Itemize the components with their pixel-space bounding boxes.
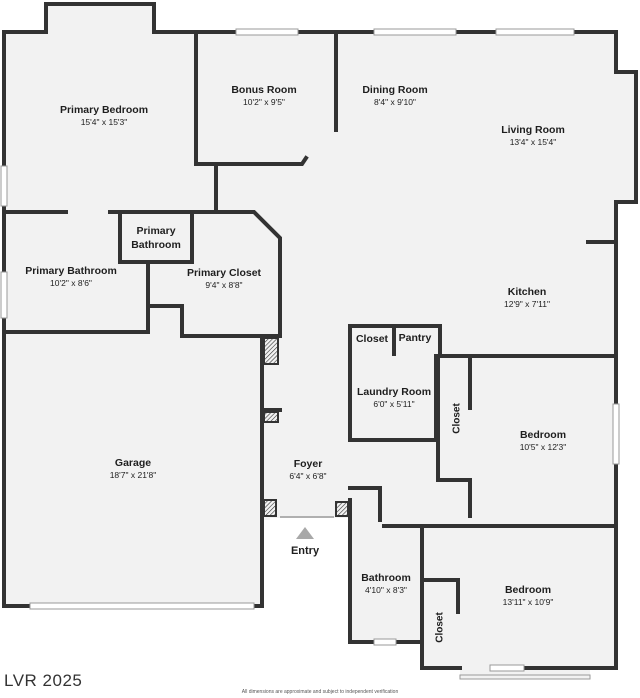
- windows: [0, 28, 620, 680]
- disclaimer-text: All dimensions are approximate and subje…: [241, 689, 399, 695]
- columns: [263, 337, 349, 517]
- entry-arrow-icon: [296, 527, 314, 539]
- room-name: Bathroom: [361, 572, 411, 584]
- room-dims: 4'10" x 8'3": [365, 585, 407, 595]
- room-label-primary-closet: Primary Closet 9'4" x 8'8": [187, 267, 261, 291]
- room-label-closet-bedroom: Closet: [451, 403, 463, 434]
- room-label-primary-bedroom: Primary Bedroom 15'4" x 15'3": [60, 104, 148, 128]
- room-name: Primary Closet: [186, 267, 262, 279]
- floor-area: [4, 4, 636, 678]
- room-dims: 6'0" x 5'11": [373, 399, 415, 409]
- room-dims: 12'9" x 7'11": [504, 299, 550, 309]
- room-label-kitchen: Kitchen 12'9" x 7'11": [504, 286, 550, 310]
- room-name: Bedroom: [504, 584, 552, 596]
- room-dims: 15'4" x 15'3": [80, 117, 128, 127]
- room-label-bedroom-right: Bedroom 10'5" x 12'3": [520, 429, 567, 453]
- room-name: Primary Bedroom: [59, 104, 149, 116]
- room-dims: 13'11" x 10'9": [502, 597, 554, 607]
- room-name: Garage: [114, 457, 152, 469]
- room-label-bedroom-bottom: Bedroom 13'11" x 10'9": [503, 584, 554, 608]
- room-dims: 13'4" x 15'4": [509, 137, 557, 147]
- room-dims: 10'2" x 9'5": [243, 97, 285, 107]
- room-name: Primary Bathroom: [25, 265, 117, 277]
- room-label-primary-bathroom: Primary Bathroom 10'2" x 8'6": [25, 265, 117, 289]
- room-label-foyer: Foyer 6'4" x 6'8": [289, 458, 326, 482]
- room-label-living-room: Living Room 13'4" x 15'4": [501, 124, 565, 148]
- room-name: Kitchen: [507, 286, 547, 298]
- room-name: Dining Room: [362, 84, 428, 96]
- room-name: Laundry Room: [356, 386, 432, 398]
- room-label-garage: Garage 18'7" x 21'8": [110, 457, 157, 481]
- room-name: Foyer: [293, 458, 323, 470]
- room-label-closet-bedroom2: Closet: [434, 612, 446, 643]
- room-dims: 8'4" x 9'10": [374, 97, 416, 107]
- room-dims: 9'4" x 8'8": [205, 280, 243, 290]
- entry-label: Entry: [290, 545, 320, 557]
- room-name: Living Room: [501, 124, 565, 136]
- room-dims: 10'2" x 8'6": [50, 278, 92, 288]
- room-label-dining-room: Dining Room 8'4" x 9'10": [362, 84, 427, 108]
- room-label-bathroom: Bathroom 4'10" x 8'3": [361, 572, 411, 596]
- room-label-closet-laundry: Closet: [355, 333, 389, 345]
- walls: [2, 2, 638, 670]
- room-dims: 10'5" x 12'3": [519, 442, 567, 452]
- room-label-primary-bathroom-small: Primary Bathroom: [131, 225, 181, 251]
- room-label-pantry: Pantry: [398, 332, 432, 344]
- room-dims: 6'4" x 6'8": [289, 471, 327, 481]
- room-label-laundry-room: Laundry Room 6'0" x 5'11": [357, 386, 431, 410]
- room-name: Bonus Room: [231, 84, 297, 96]
- room-dims: 18'7" x 21'8": [109, 470, 157, 480]
- room-label-bonus-room: Bonus Room 10'2" x 9'5": [231, 84, 296, 108]
- watermark-logo: LVR 2025: [4, 671, 83, 690]
- room-name: Bedroom: [519, 429, 567, 441]
